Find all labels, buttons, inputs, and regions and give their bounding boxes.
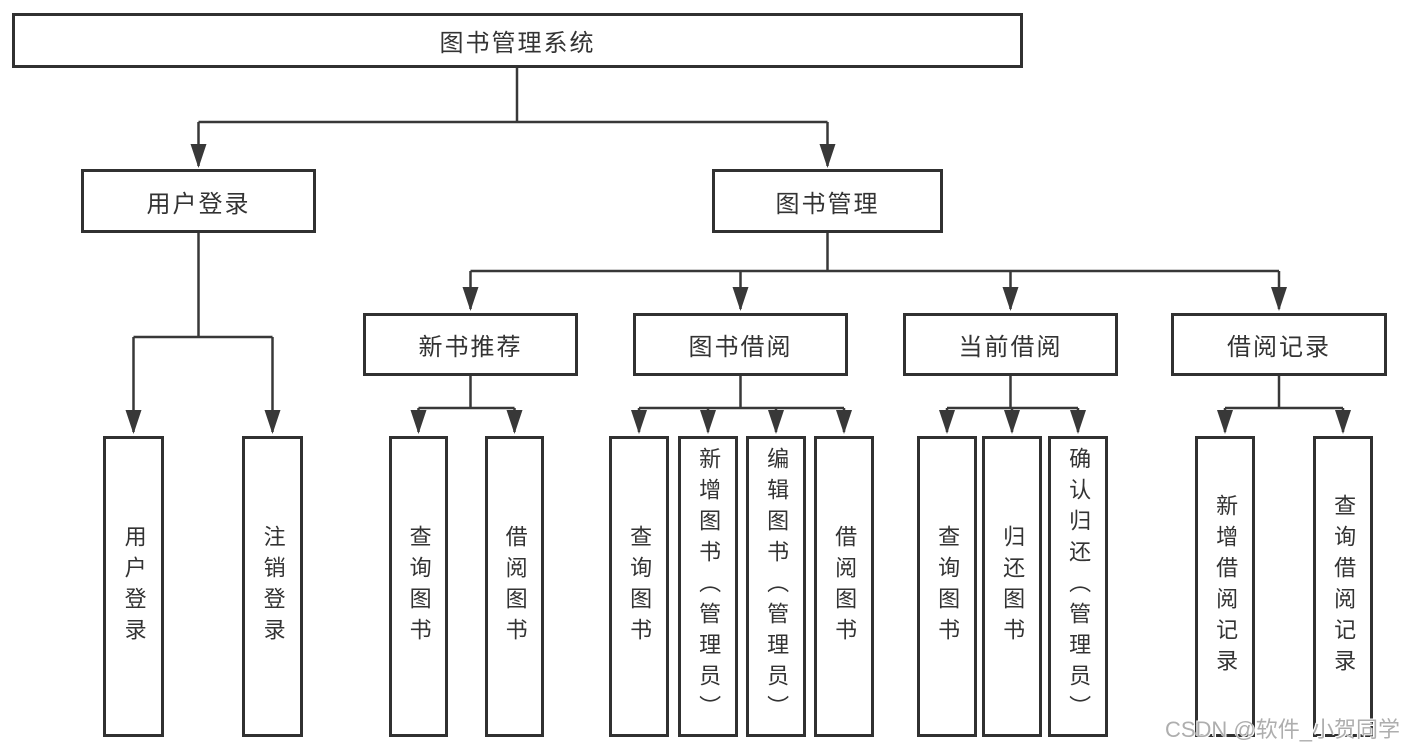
leaf-query-books-recommend-label: 查询图书	[406, 524, 432, 649]
leaf-user-login: 用户登录	[103, 436, 164, 737]
leaf-query-books-current-label: 查询图书	[935, 524, 961, 649]
leaf-query-books-borrowing-label: 查询图书	[627, 524, 653, 649]
node-root-label: 图书管理系统	[439, 30, 596, 57]
leaf-add-borrow-record: 新增借阅记录	[1195, 436, 1255, 737]
leaf-query-books-borrowing: 查询图书	[609, 436, 669, 737]
node-book-borrowing-label: 图书借阅	[688, 334, 793, 361]
leaf-add-books-admin-label: 新增图书（管理员）	[696, 447, 722, 726]
leaf-borrow-books-recommend: 借阅图书	[485, 436, 544, 737]
leaf-return-books-label: 归还图书	[1000, 524, 1026, 649]
leaf-return-books: 归还图书	[982, 436, 1042, 737]
leaf-query-borrow-record-label: 查询借阅记录	[1331, 493, 1357, 680]
leaf-add-borrow-record-label: 新增借阅记录	[1213, 493, 1239, 680]
leaf-borrow-books-recommend-label: 借阅图书	[502, 524, 528, 649]
node-book-management-label: 图书管理	[775, 190, 880, 218]
node-current-borrowing-label: 当前借阅	[958, 334, 1063, 361]
leaf-query-borrow-record: 查询借阅记录	[1313, 436, 1373, 737]
node-new-book-recommendation-label: 新书推荐	[418, 334, 523, 361]
leaf-user-login-label: 用户登录	[121, 524, 147, 649]
leaf-edit-books-admin: 编辑图书（管理员）	[746, 436, 806, 737]
leaf-query-books-current: 查询图书	[917, 436, 977, 737]
node-borrowing-records: 借阅记录	[1171, 313, 1387, 376]
leaf-query-books-recommend: 查询图书	[389, 436, 448, 737]
watermark: CSDN @软件_小贺同学	[1164, 717, 1400, 742]
leaf-confirm-return-admin-label: 确认归还（管理员）	[1066, 447, 1092, 726]
node-book-management: 图书管理	[712, 169, 943, 233]
leaf-logout-login: 注销登录	[242, 436, 303, 737]
leaf-add-books-admin: 新增图书（管理员）	[678, 436, 738, 737]
leaf-edit-books-admin-label: 编辑图书（管理员）	[764, 447, 790, 726]
node-user-login-label: 用户登录	[146, 190, 251, 218]
node-borrowing-records-label: 借阅记录	[1227, 334, 1331, 361]
node-user-login: 用户登录	[81, 169, 316, 233]
node-new-book-recommendation: 新书推荐	[363, 313, 578, 376]
node-root: 图书管理系统	[12, 13, 1023, 68]
leaf-borrow-books-borrowing: 借阅图书	[814, 436, 874, 737]
node-book-borrowing: 图书借阅	[633, 313, 848, 376]
leaf-confirm-return-admin: 确认归还（管理员）	[1048, 436, 1108, 737]
leaf-logout-login-label: 注销登录	[260, 524, 286, 649]
node-current-borrowing: 当前借阅	[903, 313, 1118, 376]
leaf-borrow-books-borrowing-label: 借阅图书	[832, 524, 858, 649]
connector-arrows	[125, 122, 1351, 434]
